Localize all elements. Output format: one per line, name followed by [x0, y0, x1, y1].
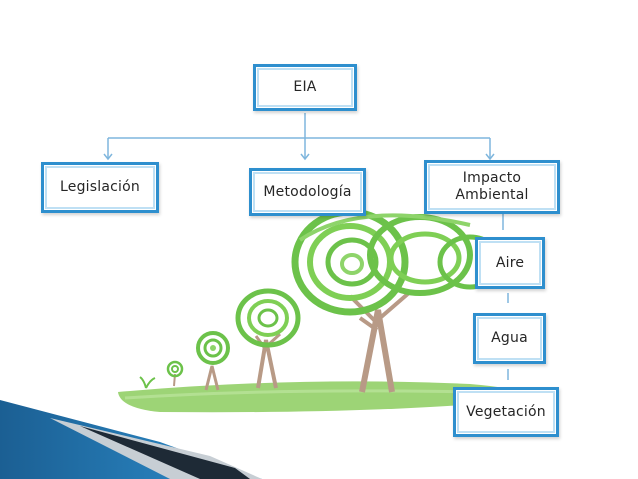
node-eia-label: EIA: [293, 79, 317, 95]
node-aire: Aire: [475, 237, 545, 289]
tree-3: [235, 288, 301, 389]
node-aire-label: Aire: [495, 254, 525, 271]
node-metodologia-label: Metodología: [263, 183, 352, 200]
node-legislacion: Legislación: [41, 162, 159, 213]
grass-strip: [118, 381, 540, 413]
node-agua-label: Agua: [491, 330, 528, 346]
sprout: [139, 376, 156, 389]
node-vegetacion-label: Vegetación: [466, 403, 546, 420]
node-legislacion-label: Legislación: [60, 179, 140, 195]
corner-dark-stripe: [80, 426, 250, 479]
node-eia: EIA: [253, 64, 357, 111]
node-impacto-ambiental: Impacto Ambiental: [424, 160, 560, 214]
tree-1: [166, 360, 184, 387]
node-impacto-ambiental-label: Impacto Ambiental: [455, 170, 529, 203]
node-metodologia: Metodología: [249, 168, 366, 216]
node-vegetacion: Vegetación: [453, 387, 559, 437]
tree-2: [196, 331, 230, 391]
node-agua: Agua: [473, 313, 546, 364]
